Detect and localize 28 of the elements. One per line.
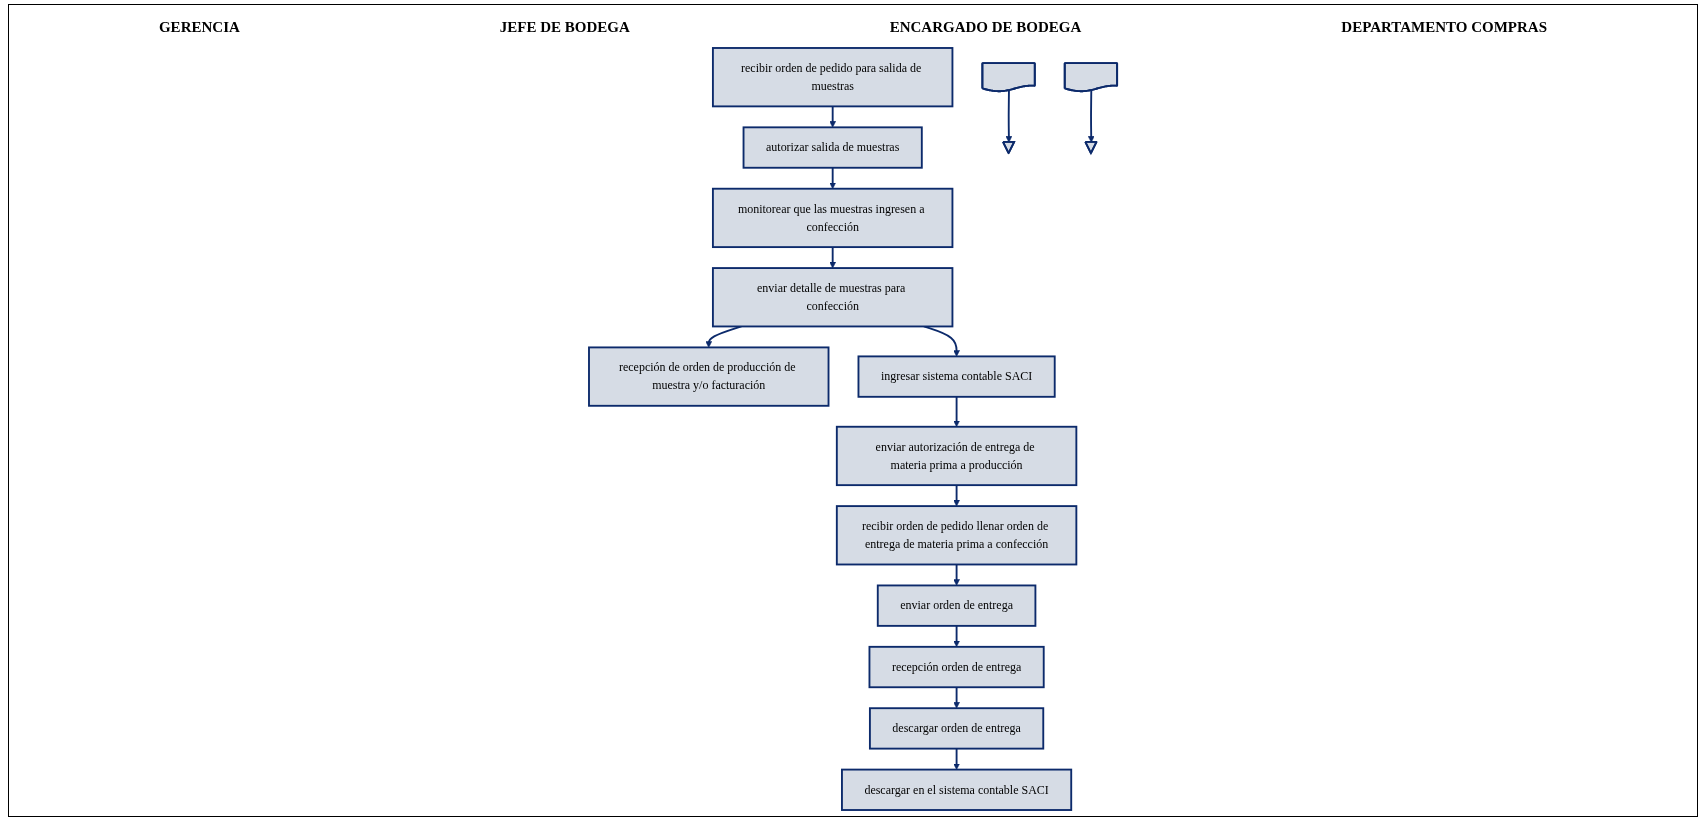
arrow xyxy=(1087,89,1095,143)
node-box: autorizar salida de muestras xyxy=(742,126,923,169)
arrow xyxy=(705,325,743,348)
arrow xyxy=(953,747,960,770)
node-box: recibir orden de pedido para salida de muestras xyxy=(711,47,954,108)
node-box: recibir orden de pedido llenar orden de entrega de materia prima a confección xyxy=(835,505,1078,566)
node-box: enviar detalle de muestras para confección xyxy=(711,267,954,328)
arrow xyxy=(829,166,836,189)
node-box: recepción orden de entrega xyxy=(868,645,1045,689)
node-box: descargar en el sistema contable SACI xyxy=(840,768,1073,811)
node-box: ingresar sistema contable SACI xyxy=(857,355,1056,398)
lane-heading: GERENCIA xyxy=(158,19,240,36)
node-box: recepción de orden de producción de muestra y/o facturación xyxy=(588,346,830,407)
arrow xyxy=(953,563,960,586)
lane-heading: DEPARTAMENTO COMPRAS xyxy=(1341,19,1548,36)
arrow xyxy=(953,686,960,709)
arrow xyxy=(953,624,960,648)
arrow xyxy=(1005,89,1013,143)
arrow xyxy=(953,484,960,507)
node-box: enviar autorización de entrega de materia prima a producción xyxy=(835,425,1078,487)
arrow xyxy=(953,395,960,428)
node-box: monitorear que las muestras ingresen a confección xyxy=(711,187,954,249)
arrow xyxy=(829,246,836,269)
lane-heading: ENCARGADO DE BODEGA xyxy=(889,19,1082,36)
node-box: enviar orden de entrega xyxy=(876,584,1037,627)
node-box: descargar orden de entrega xyxy=(868,707,1045,750)
lane-heading: JEFE DE BODEGA xyxy=(499,19,630,36)
arrow xyxy=(829,105,836,128)
